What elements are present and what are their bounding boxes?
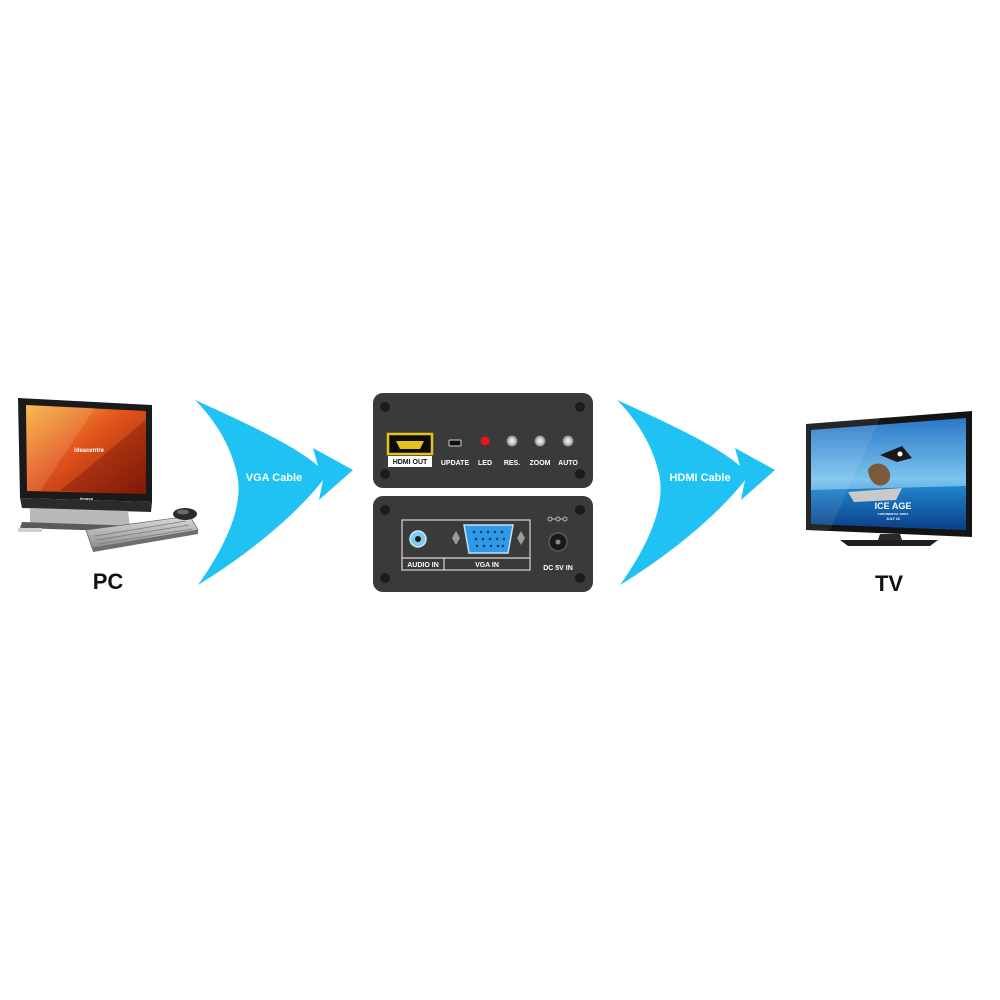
polarity-icon (547, 516, 568, 522)
tv-label: TV (875, 571, 903, 596)
screw-icon (575, 469, 585, 479)
screw-icon (380, 505, 390, 515)
vga-cable-label: VGA Cable (246, 472, 302, 484)
audio-in-label: AUDIO IN (407, 562, 439, 569)
pc-brand-text: ideacentre (74, 448, 105, 454)
screw-icon (575, 402, 585, 412)
pc-keyboard (85, 515, 199, 552)
zoom-label: ZOOM (530, 460, 551, 467)
auto-button[interactable]: AUTO (558, 435, 578, 467)
character-icon (868, 463, 891, 486)
back-port-frame (401, 519, 531, 571)
converter-back-panel: AUDIO IN VGA IN DC 5V IN (373, 496, 593, 592)
hdmi-arrow-shape (617, 400, 775, 585)
res-label: RES. (504, 460, 520, 467)
pc-label: PC (93, 569, 124, 594)
hdmi-cable-arrow: HDMI Cable (617, 400, 775, 585)
screw-icon (380, 402, 390, 412)
auto-label: AUTO (558, 460, 578, 467)
pc-screen (26, 405, 146, 494)
tv-date-text: JULY 13 (886, 517, 899, 521)
pirate-flag-icon (880, 446, 912, 462)
tv-neck (878, 534, 902, 540)
vga-in-label: VGA IN (475, 562, 499, 569)
led-indicator: LED (478, 436, 492, 467)
tv-device: ICE AGE CONTINENTAL DRIFT JULY 13 TV (806, 411, 972, 596)
hdmi-out-port[interactable]: HDMI OUT (386, 432, 434, 467)
screw-icon (575, 505, 585, 515)
zoom-button[interactable]: ZOOM (530, 435, 551, 467)
pc-monitor: ideacentre lenovo (18, 398, 152, 532)
vga-cable-arrow: VGA Cable (195, 400, 353, 585)
pc-device: ideacentre lenovo PC (18, 398, 199, 594)
vga-arrow-shape (195, 400, 353, 585)
screw-icon (380, 573, 390, 583)
update-label: UPDATE (441, 460, 470, 467)
tv-subtitle-text: CONTINENTAL DRIFT (878, 512, 909, 516)
dc-in-port[interactable]: DC 5V IN (543, 516, 573, 572)
hdmi-cable-label: HDMI Cable (669, 472, 730, 484)
screw-icon (380, 469, 390, 479)
pc-mouse (173, 508, 197, 520)
tv-stand (840, 540, 938, 546)
tv-title-text: ICE AGE (875, 501, 912, 511)
audio-in-port[interactable]: AUDIO IN (407, 530, 439, 569)
screw-icon (575, 573, 585, 583)
vga-in-port[interactable]: VGA IN (452, 524, 525, 569)
dc-in-label: DC 5V IN (543, 565, 573, 572)
pc-maker-text: lenovo (80, 496, 93, 501)
led-label: LED (478, 460, 492, 467)
res-button[interactable]: RES. (504, 435, 520, 467)
hdmi-out-label: HDMI OUT (393, 459, 428, 466)
converter-front-panel: HDMI OUT UPDATE LED RES. ZOOM AUTO (373, 393, 593, 488)
update-port[interactable]: UPDATE (441, 439, 470, 467)
